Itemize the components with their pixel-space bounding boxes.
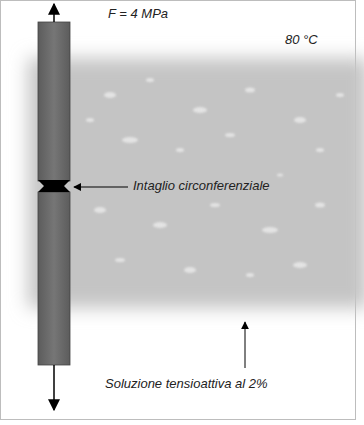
temperature-label: 80 °C — [285, 33, 318, 48]
load-arrow — [53, 4, 55, 22]
solution-label: Soluzione tensioattiva al 2% — [105, 377, 268, 392]
notch-label: Intaglio circonferenziale — [133, 179, 270, 194]
load-arrow — [53, 365, 55, 410]
notched-specimen — [38, 22, 70, 365]
leader-arrow — [74, 187, 128, 188]
surfactant-solution — [28, 58, 364, 308]
leader-arrow — [245, 322, 246, 368]
load-label: F = 4 MPa — [108, 7, 168, 22]
